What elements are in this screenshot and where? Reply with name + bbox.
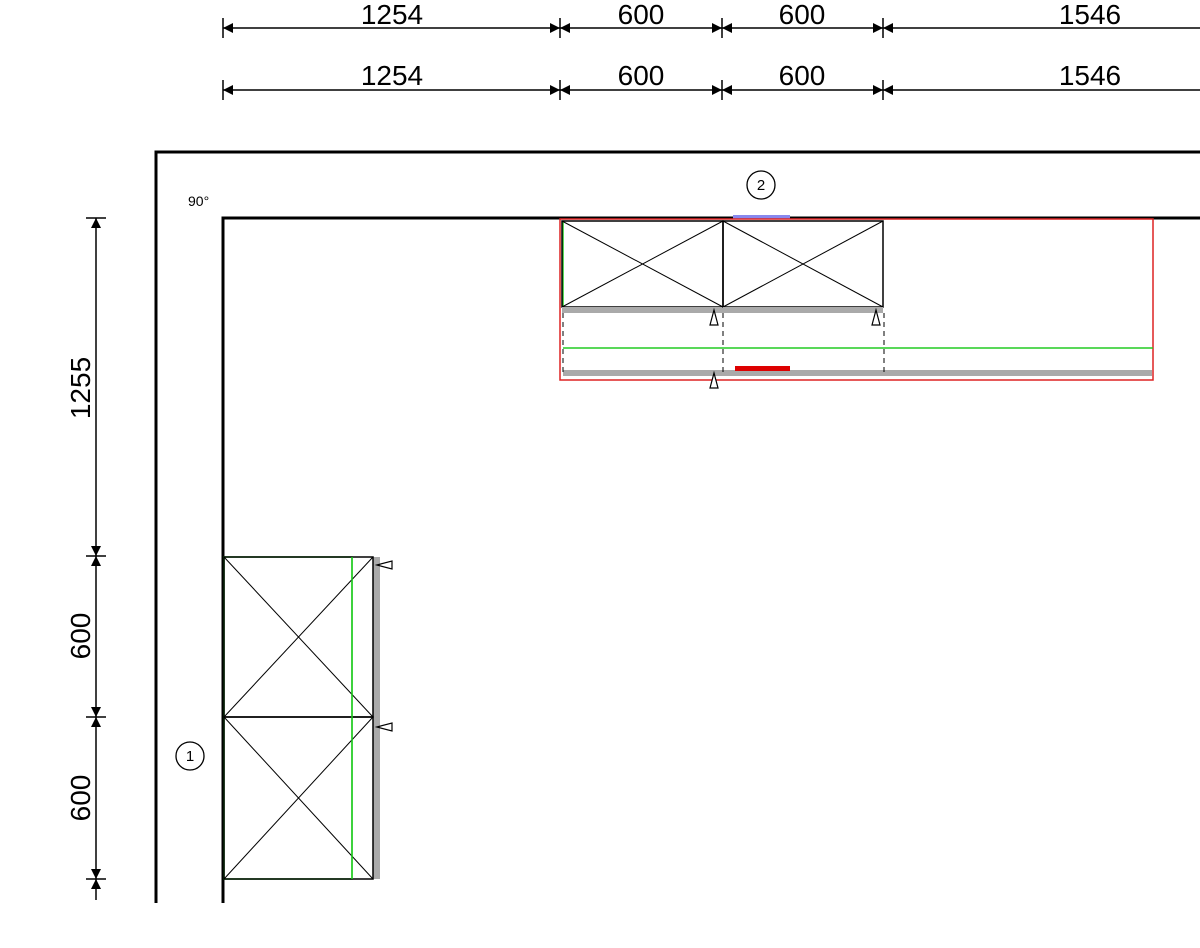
angle-label: 90° xyxy=(188,193,209,209)
front-outline xyxy=(223,556,353,880)
dim-label: 1546 xyxy=(1059,0,1121,30)
outer-wall xyxy=(154,150,1200,903)
plinth-strip xyxy=(563,370,1152,376)
wall-marker-label: 2 xyxy=(757,177,765,194)
dim-arrows-row-1 xyxy=(223,23,893,33)
wall-cabinet[interactable] xyxy=(223,716,374,880)
wall-marker-label: 1 xyxy=(186,748,194,765)
door-strip xyxy=(373,557,380,879)
countertop-outline xyxy=(559,218,1154,381)
wall-marker-2[interactable]: 2 xyxy=(746,170,776,200)
wall-cabinet[interactable] xyxy=(722,220,884,313)
dimension-row-1: 1254 600 600 1546 xyxy=(222,0,1200,38)
dim-label: 1255 xyxy=(65,357,96,419)
dim-label: 600 xyxy=(618,0,665,30)
wall-marker-1[interactable]: 1 xyxy=(175,741,205,771)
left-cabinet-run xyxy=(223,556,393,880)
dim-label: 600 xyxy=(779,60,826,91)
wall-cabinet[interactable] xyxy=(223,556,374,718)
dim-arrows-row-2 xyxy=(223,85,893,95)
dim-label: 1254 xyxy=(361,60,423,91)
dashed-guides xyxy=(562,313,885,376)
dimension-column-left: 1255 600 600 xyxy=(65,217,106,900)
dim-label: 600 xyxy=(779,0,826,30)
walls xyxy=(154,150,1200,903)
dim-arrows-left xyxy=(91,218,101,889)
dim-label: 600 xyxy=(65,775,96,822)
inner-wall xyxy=(221,216,1200,903)
appliance-marker xyxy=(735,366,790,371)
dim-label: 600 xyxy=(65,613,96,660)
dim-label: 1546 xyxy=(1059,60,1121,91)
top-cabinet-run xyxy=(559,218,1154,389)
door-hinge-icon xyxy=(709,307,881,389)
dim-label: 600 xyxy=(618,60,665,91)
door-hinge-icon xyxy=(374,560,393,732)
dimension-row-2: 1254 600 600 1546 xyxy=(222,60,1200,100)
dim-label: 1254 xyxy=(361,0,423,30)
wall-cabinet[interactable] xyxy=(561,220,724,313)
